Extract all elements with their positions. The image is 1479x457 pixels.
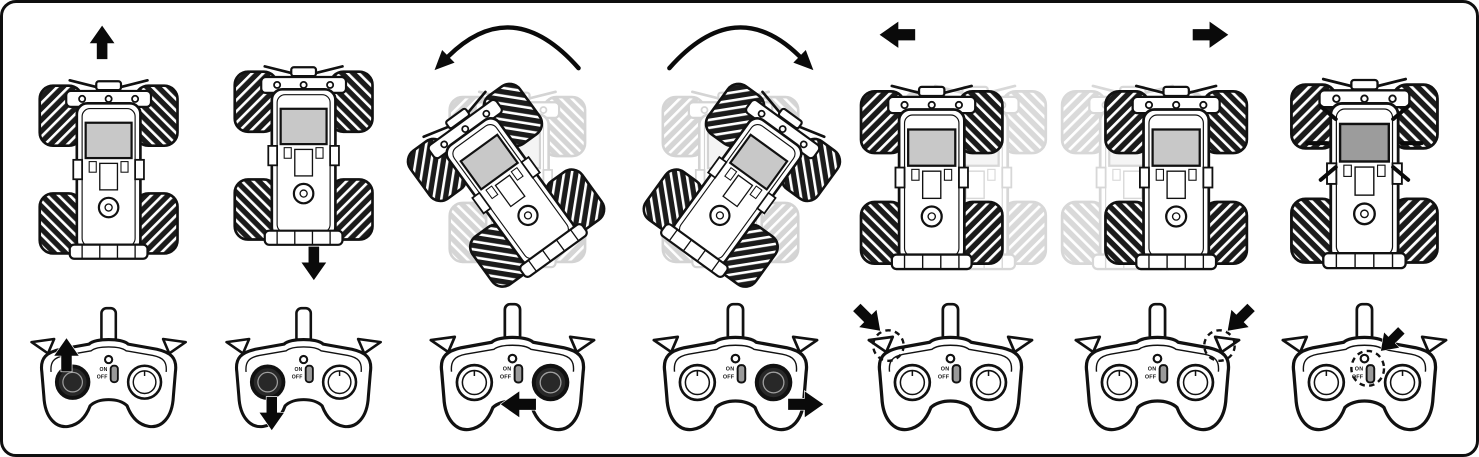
target-highlight [1203, 329, 1237, 362]
panel-slide-right: ON OFF [1054, 7, 1261, 450]
target-highlight [872, 329, 906, 362]
controller-right-stick-left: ON OFF [429, 302, 597, 432]
right-arrow-icon [1192, 20, 1230, 49]
controller-right-stick-right: ON OFF [652, 302, 825, 432]
on-label: ON [99, 367, 107, 373]
target-highlight [1350, 349, 1386, 387]
down-arrow-icon [301, 245, 328, 281]
panel-spin-clockwise: ON OFF [624, 7, 850, 450]
off-label: OFF [723, 375, 735, 381]
off-label: OFF [1352, 375, 1364, 381]
car-backward-illustration [233, 65, 375, 281]
pressed-right-stick [757, 365, 791, 400]
car-flash-illustration [1290, 77, 1439, 270]
on-label: ON [503, 367, 512, 373]
controller-left-stick-down: ON OFF [225, 306, 383, 431]
panel-drive-forward: ON OFF [11, 7, 206, 450]
pressed-left-stick [251, 366, 284, 399]
panel-flash-mode: ON OFF [1261, 7, 1468, 450]
car-spin-cw-illustration [634, 25, 850, 298]
on-label: ON [295, 367, 303, 373]
pressed-right-stick [534, 365, 568, 400]
panel-spin-counterclockwise: ON OFF [398, 7, 624, 450]
press-arrow-icon [847, 298, 890, 341]
curved-ccw-arrow-icon [435, 25, 582, 71]
on-label: ON [726, 367, 735, 373]
car-top-view [233, 65, 375, 247]
controller-left-shoulder: ON OFF [847, 298, 1034, 432]
off-label: OFF [938, 375, 950, 381]
car-spin-ccw-illustration [398, 25, 615, 298]
remote-controller [1074, 302, 1241, 432]
highlighted-cab [1339, 122, 1391, 163]
left-arrow-icon [879, 20, 917, 49]
car-forward-illustration [38, 24, 179, 261]
controller-power-switch: ON OFF [1281, 302, 1448, 432]
panel-drive-backward: ON OFF [206, 7, 401, 450]
car-top-view [38, 79, 179, 261]
remote-controller [1281, 302, 1448, 432]
car-slide-left-illustration [859, 20, 1048, 271]
off-label: OFF [500, 375, 512, 381]
remote-controller [652, 302, 820, 432]
off-label: OFF [97, 375, 108, 381]
remote-controller [867, 302, 1034, 432]
remote-controller [30, 306, 188, 429]
on-label: ON [1355, 367, 1364, 373]
radiating-lines-icon [1305, 104, 1424, 182]
on-label: ON [1148, 367, 1157, 373]
up-arrow-icon [89, 24, 116, 60]
remote-controller [225, 306, 383, 429]
curved-cw-arrow-icon [667, 25, 814, 71]
pressed-left-stick [56, 366, 89, 399]
panel-slide-left: ON OFF [847, 7, 1054, 450]
car-slide-right-illustration [1060, 20, 1249, 271]
off-label: OFF [292, 375, 303, 381]
controller-left-stick-up: ON OFF [30, 306, 188, 429]
press-arrow-icon [1218, 298, 1261, 341]
controller-right-shoulder: ON OFF [1074, 298, 1261, 432]
car-top-view [1290, 77, 1439, 270]
off-label: OFF [1145, 375, 1157, 381]
on-label: ON [941, 367, 950, 373]
